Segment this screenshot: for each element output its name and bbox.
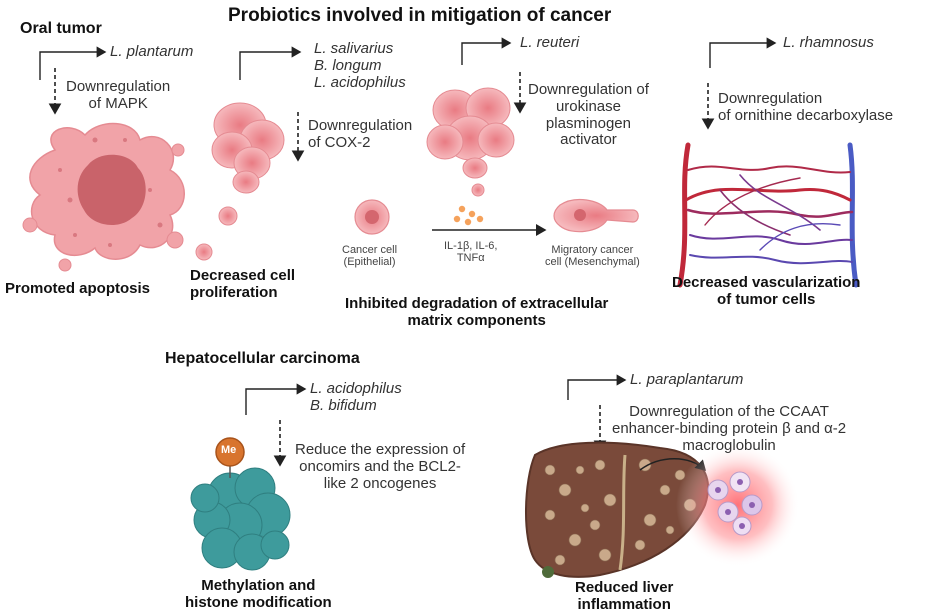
promoter-arrow-oral [39,46,107,80]
ecm-mechanism: Downregulation of urokinase plasminogen … [528,81,649,149]
promoter-arrows [39,37,777,415]
mechanism-line: macroglobulin [682,436,776,454]
oral-tumor-illustration [22,122,185,272]
promoter-arrow-ecm [461,37,512,65]
vascular-mechanism: Downregulation of ornithine decarboxylas… [718,90,894,125]
cytokine-dots [453,205,484,226]
outcome-line: Methylation and [201,577,316,594]
species-name: L. rhamnosus [783,34,874,51]
vascular-illustration [677,142,859,288]
mechanism-line: activator [560,131,617,149]
hcc-heading: Hepatocellular carcinoma [165,350,360,367]
liver-outcome: Reduced liver inflammation [575,579,674,614]
ecm-cluster-illustration [426,87,515,197]
species-name: L. plantarum [110,43,194,60]
cancer-cell-epithelial-label: Cancer cell (Epithelial) [342,244,397,269]
outcome-line: of tumor cells [717,290,816,308]
promoter-arrow-hcc [245,383,307,415]
oral-tumor-mechanism: Downregulation of MAPK [66,78,171,113]
proliferation-mechanism: Downregulation of COX-2 [308,117,413,152]
cytokine-line: TNFα [456,252,485,265]
cancer-cell-mesenchymal-label: Migratory cancer cell (Mesenchymal) [545,244,640,269]
ecm-species: L. reuteri [520,34,580,52]
cell-label-line: Migratory cancer [551,244,634,256]
outcome-line: Reduced liver [575,579,674,596]
species-name: B. longum [314,56,382,74]
species-name: L. salivarius [314,40,394,57]
mechanism-line: Downregulation of [528,81,649,98]
cytokine-line: IL-1β, IL-6, [444,240,498,252]
protein-illustration [190,467,291,571]
mechanism-line: enhancer-binding protein β and α-2 [612,419,847,437]
outcome-line: proliferation [190,283,278,301]
methyl-group [215,437,245,467]
promoter-arrow-proliferation [239,46,302,80]
mechanism-line: Downregulation [308,117,413,134]
hcc-mechanism: Reduce the expression of oncomirs and th… [295,441,466,492]
mechanism-line: oncomirs and the BCL2- [299,457,461,475]
promoter-arrow-liver [567,374,627,400]
mechanism-line: plasminogen [545,114,631,132]
cancer-cell-mesenchymal [553,198,639,233]
vascular-species: L. rhamnosus [783,34,874,52]
mechanism-line: of MAPK [88,94,148,112]
outcome-line: inflammation [577,595,671,613]
outcome-line: Decreased cell [190,267,296,284]
mechanism-line: of COX-2 [308,133,371,151]
cell-label-line: Cancer cell [342,244,398,256]
outcome-line: Inhibited degradation of extracellular [345,295,609,312]
oral-tumor-outcome: Promoted apoptosis [5,280,151,298]
cell-label-line: (Epithelial) [343,256,396,269]
species-name: L. acidophilus [310,380,402,397]
proliferation-outcome: Decreased cell proliferation [190,267,296,302]
mechanism-line: of ornithine decarboxylase [718,106,894,124]
mechanism-line: Reduce the expression of [295,441,466,458]
mechanism-line: Downregulation [718,90,823,107]
liver-illustration [525,441,709,578]
outcome-line: Promoted apoptosis [5,280,151,297]
ecm-outcome: Inhibited degradation of extracellular m… [345,295,609,330]
promoter-arrow-vascular [709,37,777,68]
mechanism-line: like 2 oncogenes [323,474,437,492]
outcome-line: histone modification [185,593,332,611]
proliferation-illustration [195,102,285,261]
cytokines-label: IL-1β, IL-6, TNFα [444,240,497,265]
figure-title: Probiotics involved in mitigation of can… [228,5,612,26]
mechanism-line: urokinase [555,97,621,115]
methyl-label: Me [221,444,237,456]
species-name: L. reuteri [520,34,580,51]
proliferation-species: L. salivarius B. longum L. acidophilus [314,40,406,91]
mechanism-line: Downregulation [66,78,171,95]
oral-tumor-heading: Oral tumor [20,20,102,37]
oral-tumor-species: L. plantarum [110,43,194,61]
inflammation-illustration [676,443,800,567]
outcome-line: Decreased vascularization [672,274,861,291]
species-name: L. acidophilus [314,73,406,91]
outcome-line: matrix components [407,311,546,329]
species-name: B. bifidum [310,396,377,414]
vascular-outcome: Decreased vascularization of tumor cells [672,274,861,309]
liver-mechanism: Downregulation of the CCAAT enhancer-bin… [612,403,847,454]
mechanism-line: Downregulation of the CCAAT [629,403,829,420]
species-name: L. paraplantarum [630,371,744,388]
hcc-outcome: Methylation and histone modification [185,577,332,612]
liver-species: L. paraplantarum [630,371,744,389]
hcc-species: L. acidophilus B. bifidum [310,380,402,415]
down-arrows [48,68,715,467]
cell-label-line: cell (Mesenchymal) [545,256,640,269]
